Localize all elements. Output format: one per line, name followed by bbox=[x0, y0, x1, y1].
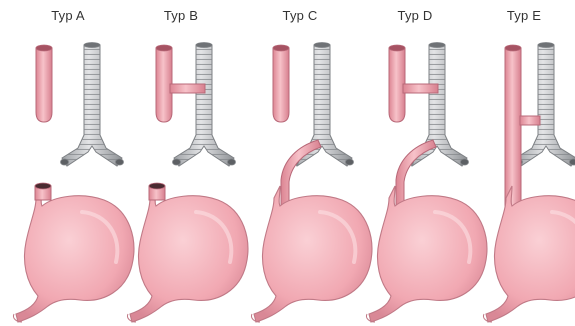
lower-esophagus-stub-a bbox=[35, 183, 51, 200]
continuous-esophagus-e bbox=[505, 48, 521, 210]
panel-typ-b bbox=[127, 43, 247, 326]
trachea-a bbox=[61, 43, 124, 167]
h-fistula-e bbox=[520, 116, 540, 125]
panel-typ-e bbox=[483, 43, 575, 326]
stomach-b bbox=[127, 186, 247, 326]
stomach-d bbox=[366, 186, 486, 326]
stomach-e bbox=[483, 186, 575, 326]
upper-pouch-a bbox=[36, 45, 52, 122]
trachea-c bbox=[291, 43, 354, 167]
stomach-a bbox=[13, 186, 133, 326]
upper-pouch-c bbox=[273, 45, 289, 122]
upper-fistula-d bbox=[403, 84, 438, 93]
stomach-c bbox=[251, 186, 371, 326]
panel-typ-c bbox=[251, 43, 371, 326]
trachea-b bbox=[173, 43, 236, 167]
fistula-b bbox=[170, 84, 205, 93]
panel-typ-d bbox=[366, 43, 486, 326]
esophagus-opening-e bbox=[505, 45, 521, 51]
trachea-d bbox=[406, 43, 469, 167]
trachea-e bbox=[515, 43, 575, 167]
panel-typ-a bbox=[13, 43, 133, 326]
lower-esophagus-stub-b bbox=[149, 183, 165, 200]
